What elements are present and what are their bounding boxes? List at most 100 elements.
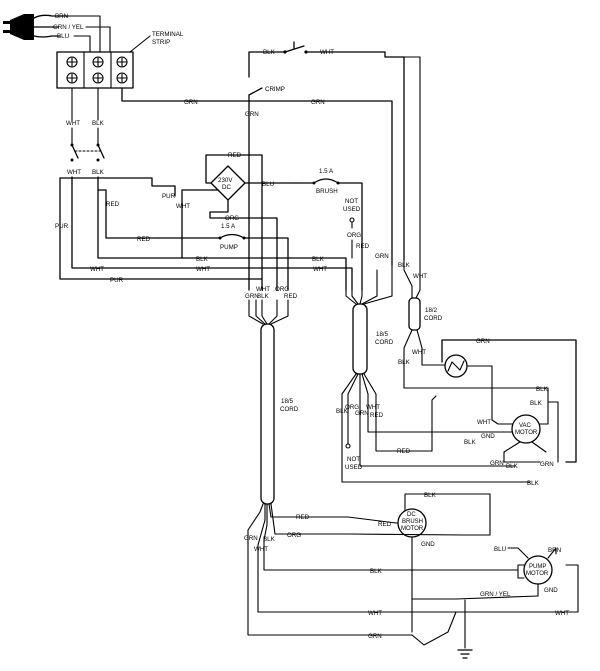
not-used-bot-1: NOT [347, 456, 360, 463]
pump-fuse: 1.5 A PUMP [157, 223, 289, 291]
mid-cord-org: ORG [345, 404, 359, 411]
rectifier-label-1: 230V [218, 177, 233, 184]
main-switch: WHT BLK WHT BLK [66, 87, 105, 176]
blk-bus-wire [97, 176, 263, 259]
brush-motor-l3: MOTOR [401, 526, 424, 532]
not-used-top: NOT USED ORG RED GRN [343, 198, 389, 260]
rectifier-230v-dc: 230V DC RED BLU ORG PUR WHT [162, 152, 297, 291]
cord182-size: 18/2 [425, 307, 438, 314]
left-cord-blk: BLK [257, 293, 270, 300]
not-used-org: ORG [347, 232, 361, 239]
bottom-bus-blk: BLK [370, 568, 383, 575]
vac-blk-bot: BLK [506, 463, 519, 470]
terminal-strip: TERMINAL STRIP [56, 31, 184, 89]
mid-cord-blk: BLK [336, 408, 349, 415]
terminal-screws [66, 56, 128, 84]
rectifier-red: RED [228, 152, 242, 159]
left-cord-18-5: GRN WHT BLK ORG RED 18/5 CORD [245, 286, 299, 505]
red-left-label: RED [106, 201, 120, 208]
vac-motor [511, 414, 541, 444]
vac-motor-l1: VAC [519, 423, 532, 429]
left-cord-size: 18/5 [281, 398, 294, 405]
dc-brush-motor: DC BRUSH MOTOR BLK RED GND [378, 492, 491, 633]
pump-motor-l1: PUMP [529, 564, 546, 570]
grn-top-left: GRN [184, 99, 198, 106]
pump-motor-blu: BLU [494, 546, 506, 553]
left-cord-exits: RED ORG GRN WHT BLK [244, 503, 519, 636]
brush-motor-l2: BRUSH [402, 519, 423, 525]
pump-motor-l2: MOTOR [526, 571, 549, 577]
brush-motor-red: RED [378, 521, 392, 528]
pump-motor: PUMP MOTOR BLU BRN GND [494, 546, 561, 597]
plug-brn-label: BRN [55, 13, 68, 20]
grn-drop-label: GRN [245, 111, 259, 118]
vac-grn-top: GRN [476, 338, 490, 345]
brush-motor-gnd: GND [421, 541, 435, 548]
rectifier-pur: PUR [162, 193, 176, 200]
pump-fuse-rating: 1.5 A [221, 223, 236, 230]
sw-bot-blk: BLK [92, 169, 105, 176]
rectifier-blu: BLU [262, 181, 274, 188]
brush-motor-blk: BLK [424, 492, 437, 499]
left-cord-red: RED [284, 293, 298, 300]
cord182-wht-top: WHT [413, 273, 427, 280]
mid-cord-word: CORD [375, 339, 394, 346]
rectifier-wht: WHT [176, 203, 190, 210]
brush-fuse-name: BRUSH [316, 188, 338, 195]
cord-18-2: BLK WHT 18/2 CORD BLK WHT [384, 56, 549, 403]
grn-top-run: GRN GRN CRIMP GRN [121, 86, 393, 291]
sw-bot-wht: WHT [67, 169, 81, 176]
mid-cord-red: RED [370, 412, 384, 419]
power-plug: BRN GRN / YEL BLU [3, 13, 111, 53]
vac-blk2: BLK [464, 439, 477, 446]
terminal-strip-label-1: TERMINAL [152, 31, 184, 38]
rectifier-label-2: DC [222, 184, 231, 191]
bottom-cord-blk: BLK [263, 536, 276, 543]
cord182-word: CORD [424, 315, 443, 322]
vac-motor-l2: MOTOR [515, 430, 538, 436]
red-pump-wire [97, 189, 159, 239]
vac-red: RED [397, 448, 411, 455]
bottom-cord-grn: GRN [244, 535, 258, 542]
mid-cord-grn: GRN [355, 410, 369, 417]
blk-bus-right [261, 257, 347, 291]
vac-blk-top: BLK [536, 386, 549, 393]
bottom-bus-wht: WHT [368, 610, 382, 617]
vac-grn-bot: GRN [490, 460, 504, 467]
bottom-bus-grn: GRN [368, 633, 382, 640]
bottom-cord-org: ORG [287, 532, 301, 539]
pur-wire [59, 177, 263, 280]
left-cord-grn: GRN [245, 293, 259, 300]
not-used-top-1: NOT [345, 198, 358, 205]
plug-grn-yel-label: GRN / YEL [53, 24, 84, 31]
pump-motor-gnd: GND [544, 587, 558, 594]
pur-bottom-label: PUR [110, 277, 124, 284]
left-cord-org: ORG [275, 286, 289, 293]
red-left-label-2: RED [137, 236, 151, 243]
wht-bus-wire [71, 176, 263, 269]
vac-motor-area: GRN BLK VAC MOTOR BLK WHT BLK GND RED GR… [397, 338, 577, 487]
not-used-bot-2: USED [345, 464, 363, 471]
rectifier-org: ORG [225, 215, 239, 222]
bottom-bus-wht2: WHT [555, 610, 569, 617]
pump-motor-brn: BRN [548, 547, 561, 554]
terminal-strip-label-2: STRIP [152, 39, 170, 46]
top-switch-blk: BLK [263, 49, 276, 56]
bus-wht-2: WHT [313, 266, 327, 273]
cord182-wht-bot: WHT [412, 349, 426, 356]
top-switch: BLK WHT [248, 41, 405, 261]
brush-motor-l1: DC [407, 512, 416, 518]
vac-gnd: GND [481, 433, 495, 440]
sw-top-blk: BLK [92, 120, 105, 127]
vac-blk: BLK [530, 400, 543, 407]
top-switch-wht: WHT [320, 49, 334, 56]
bottom-bus: BLK WHT GRN / YEL WHT GRN [368, 564, 579, 659]
not-used-red: RED [356, 243, 370, 250]
vac-wht: WHT [477, 419, 491, 426]
wht-bus-right [261, 267, 353, 291]
pur-left-label: PUR [55, 223, 69, 230]
grn-top-right: GRN [311, 99, 325, 106]
pump-fuse-name: PUMP [220, 244, 238, 251]
bottom-bus-grn-yel: GRN / YEL [480, 591, 511, 598]
